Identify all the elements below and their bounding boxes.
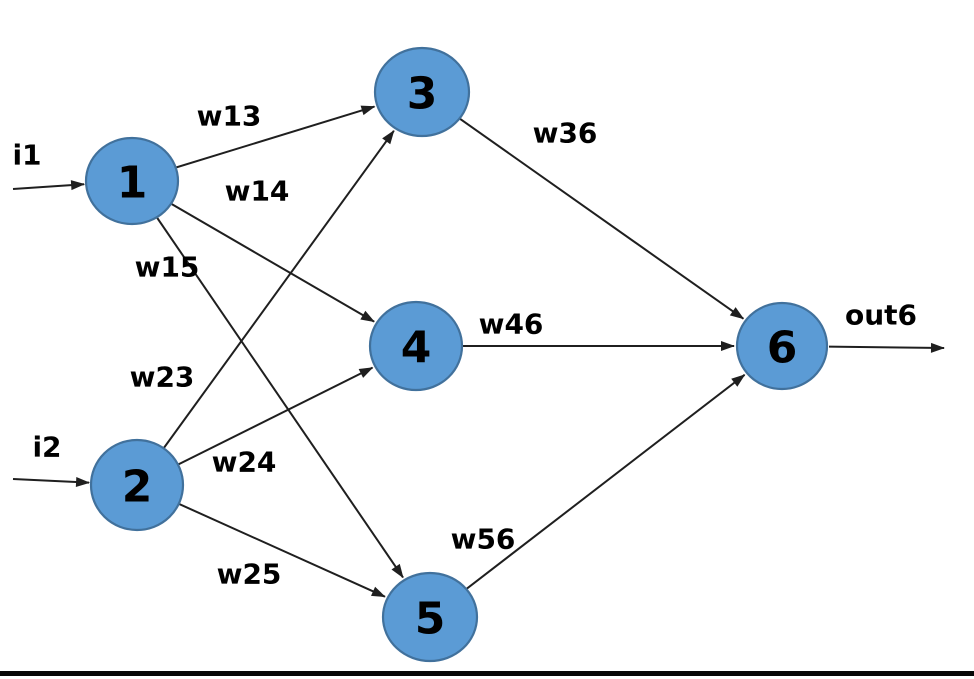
node-1-label: 1 [117,158,148,209]
edge-label-w14: w14 [225,175,290,208]
nodes-layer: 1 2 3 4 5 6 [84,46,829,663]
edge-label-w23: w23 [130,361,195,394]
input-label-i1: i1 [12,139,41,172]
bottom-border-line [0,671,974,676]
decorations-layer [0,671,974,676]
node-3 [373,46,471,138]
edge-label-w56: w56 [451,523,516,556]
edge-5-6-arrow [429,374,746,618]
edge-label-w24: w24 [212,446,277,479]
edge-1-5-arrow [131,180,404,579]
node-4 [368,300,464,392]
node-6 [735,301,829,391]
edge-1-4-arrow [131,180,375,323]
node-5-label: 5 [415,594,446,645]
input-label-i2: i2 [32,431,61,464]
edge-3-6-arrow [421,91,745,320]
node-5 [381,571,479,663]
output-label-out6: out6 [845,299,917,332]
node-1 [84,136,180,226]
output-arrow-out6 [828,342,945,353]
node-2-label: 2 [122,462,153,513]
node-4-label: 4 [401,323,432,374]
node-6-label: 6 [767,323,798,374]
edge-label-w25: w25 [217,558,282,591]
edge-2-3-arrow [136,130,395,486]
labels-layer: w13 w14 w15 w23 w24 w25 w36 w46 w56 i1 i2 out6 [12,100,917,591]
node-2 [89,438,185,532]
input-arrow-i2 [12,477,91,488]
edge-label-w13: w13 [197,100,262,133]
node-3-label: 3 [407,69,438,120]
edge-label-w46: w46 [479,308,544,341]
edge-label-w36: w36 [533,117,598,150]
edge-label-w15: w15 [135,251,200,284]
input-arrow-i1 [12,180,86,191]
